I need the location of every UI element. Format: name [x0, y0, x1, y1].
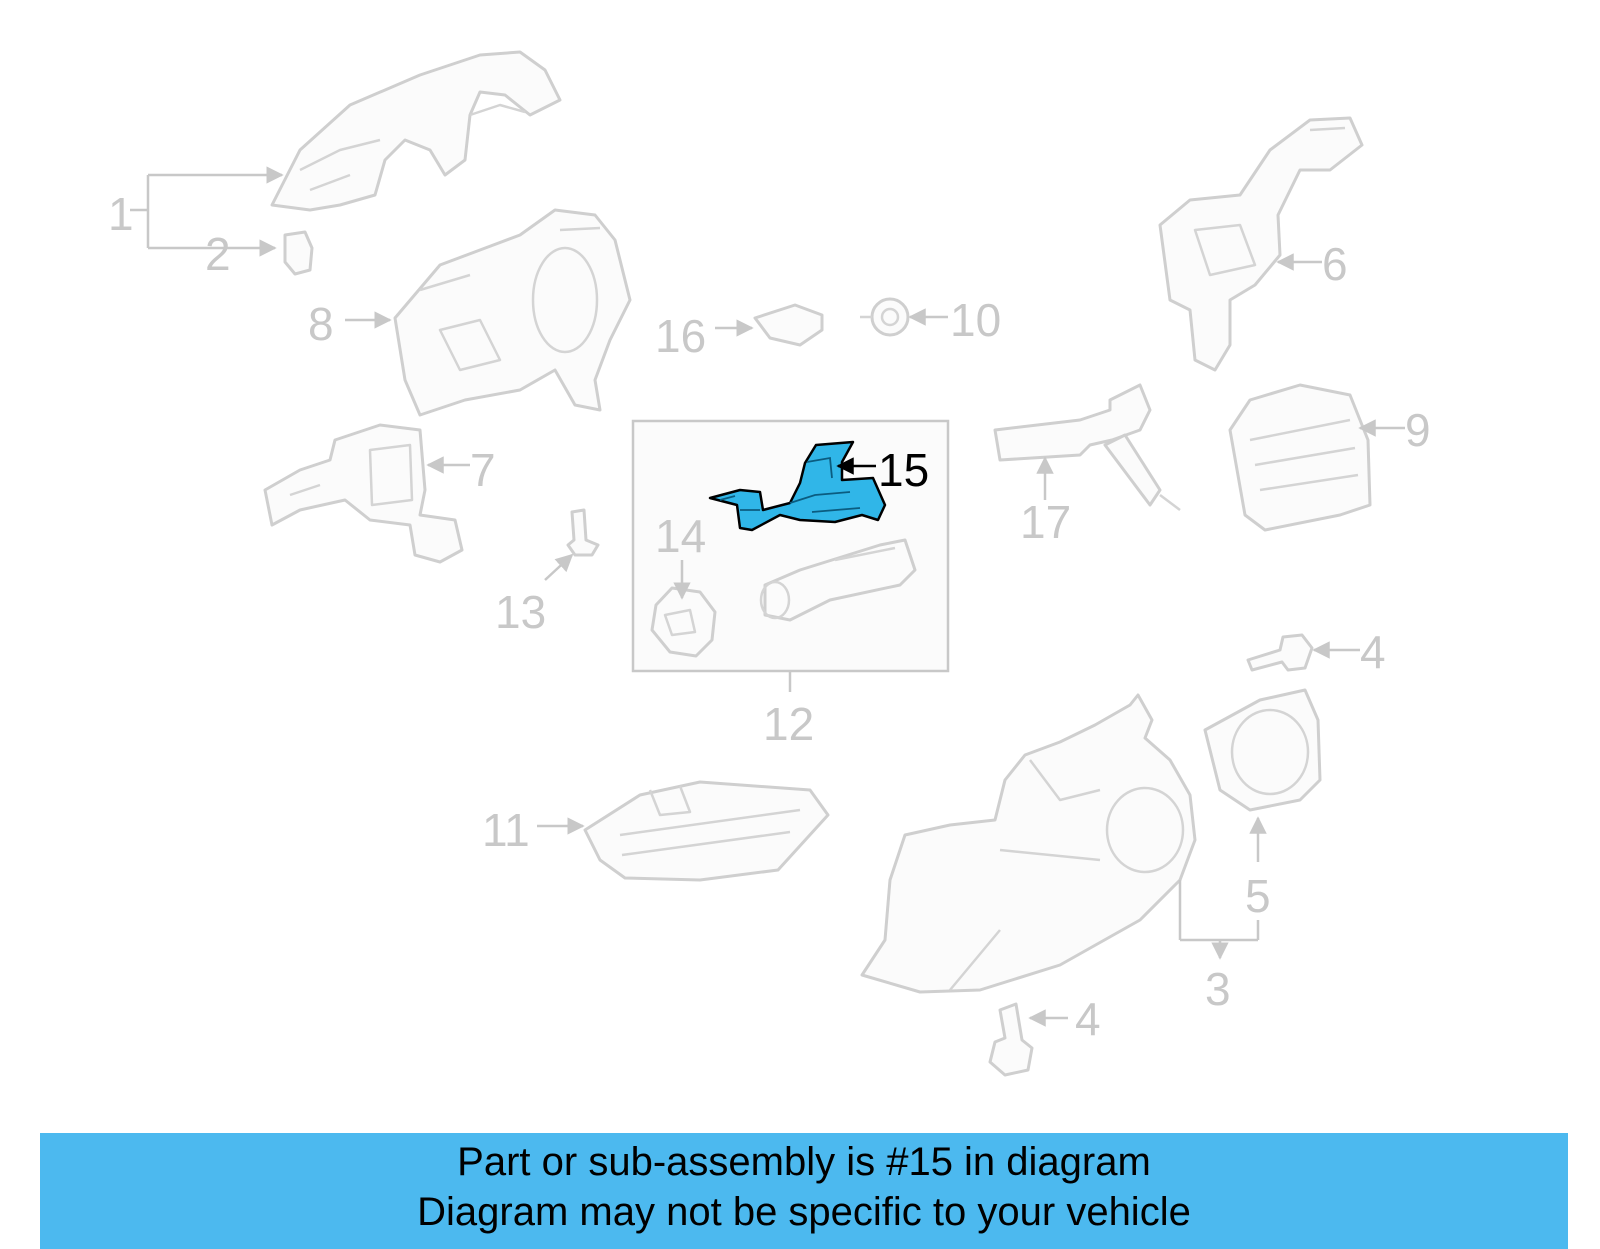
banner-line-part-number: Part or sub-assembly is #15 in diagram: [457, 1140, 1151, 1184]
callout-3: 3: [1205, 963, 1231, 1015]
part-10-nut: [860, 297, 910, 337]
callout-1: 1: [108, 188, 134, 240]
part-1-upper-cover: [270, 50, 562, 212]
part-7-turn-switch: [263, 423, 464, 564]
callout-5: 5: [1245, 870, 1271, 922]
part-4-bolt-upper: [1246, 633, 1314, 672]
part-13-bolt: [566, 508, 600, 557]
callout-11: 11: [482, 804, 530, 856]
callout-13: 13: [495, 586, 546, 638]
callout-labels: 1 2 8 6 16 10 7 9 17 13 14 15 12 4 11 5 …: [108, 188, 1431, 1045]
part-4-bolt-lower: [988, 1002, 1034, 1077]
callout-12: 12: [763, 698, 814, 750]
info-banner: Part or sub-assembly is #15 in diagram D…: [40, 1133, 1568, 1249]
callout-9: 9: [1405, 404, 1431, 456]
part-5-cover-ring: [1203, 688, 1322, 812]
callout-7: 7: [470, 444, 496, 496]
part-9-module: [1228, 383, 1372, 532]
part-6-wiper-switch: [1158, 116, 1364, 372]
part-16-clip: [753, 303, 824, 347]
part-2-clip: [283, 230, 314, 276]
lock-housing: [759, 538, 917, 622]
callout-14: 14: [655, 510, 706, 562]
callout-2: 2: [205, 228, 231, 280]
callout-8: 8: [308, 298, 334, 350]
callout-6: 6: [1322, 238, 1348, 290]
callout-17: 17: [1020, 496, 1071, 548]
part-17-ignition-lock: [993, 383, 1181, 511]
callout-4-lower: 4: [1075, 993, 1101, 1045]
part-3-lower-cover: [860, 693, 1197, 994]
callout-10: 10: [950, 294, 1001, 346]
leader-lines: [130, 175, 1405, 1027]
part-11-control-module: [583, 780, 830, 882]
callout-15: 15: [878, 444, 929, 496]
callout-4-upper: 4: [1360, 626, 1386, 678]
part-8-switch-housing: [393, 208, 632, 417]
banner-line-disclaimer: Diagram may not be specific to your vehi…: [417, 1190, 1191, 1234]
callout-16: 16: [655, 310, 706, 362]
